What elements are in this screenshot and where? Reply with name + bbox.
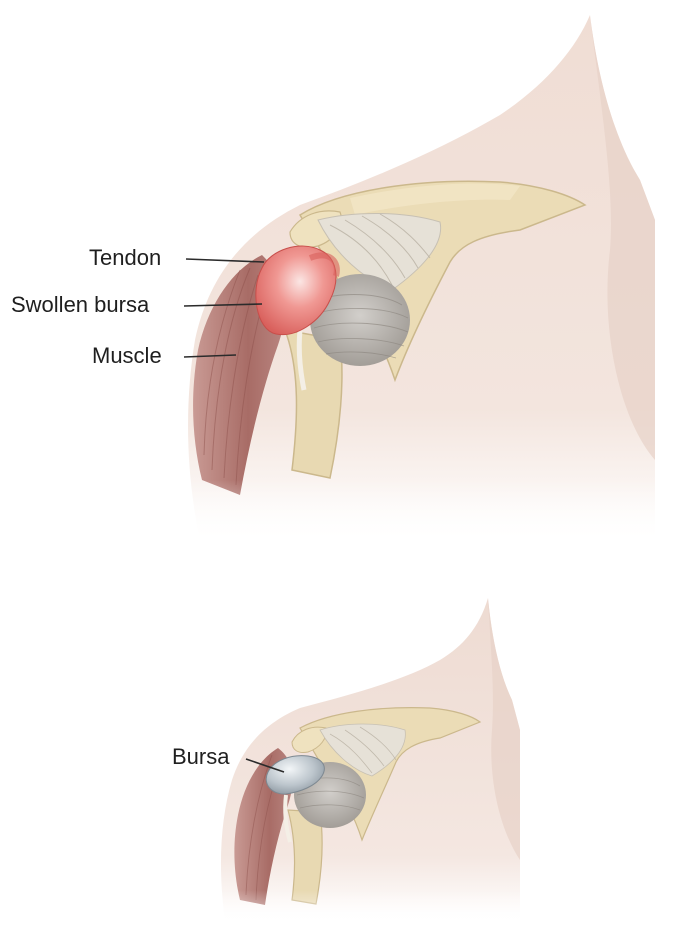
swollen-bursa-label: Swollen bursa xyxy=(11,294,149,316)
normal-shoulder-illustration xyxy=(215,598,535,934)
tendon-label: Tendon xyxy=(89,247,161,269)
bursa-label: Bursa xyxy=(172,746,229,768)
muscle-label: Muscle xyxy=(92,345,162,367)
inflamed-shoulder-illustration xyxy=(180,15,670,550)
